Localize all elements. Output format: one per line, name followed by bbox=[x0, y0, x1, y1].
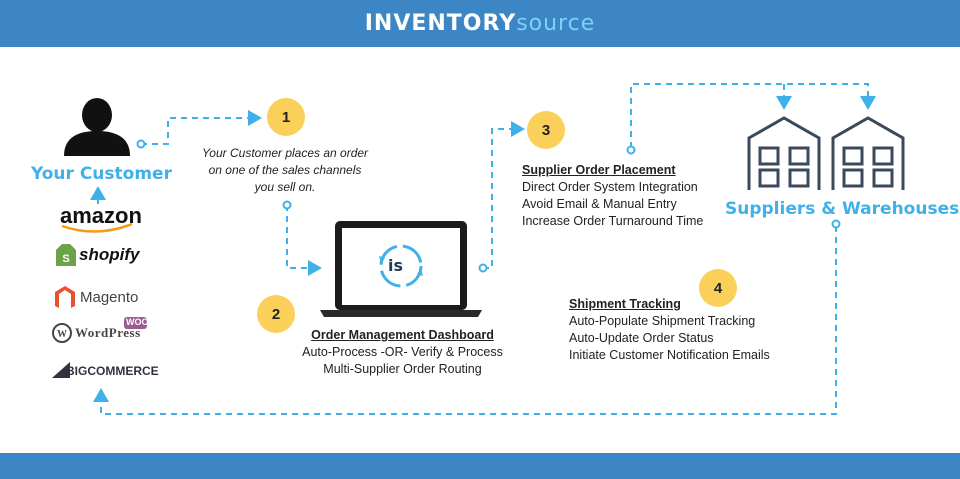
step-4-heading: Shipment Tracking bbox=[569, 297, 681, 311]
step-3-line: Direct Order System Integration bbox=[522, 180, 698, 194]
amazon-logo: amazon bbox=[60, 203, 142, 228]
step-1-text: Your Customer places an order on one of … bbox=[180, 145, 390, 196]
logo-text-inventory: INVENTORY bbox=[364, 11, 517, 36]
amazon-smile-icon bbox=[61, 222, 133, 233]
step-1-badge: 1 bbox=[267, 98, 305, 136]
customer-title: Your Customer bbox=[31, 164, 172, 184]
dashboard-screen-logo: is bbox=[388, 256, 404, 275]
magento-icon bbox=[55, 286, 75, 308]
step-4-line: Initiate Customer Notification Emails bbox=[569, 348, 770, 362]
step-1-line: you sell on. bbox=[254, 180, 316, 194]
step-4-text: Shipment Tracking Auto-Populate Shipment… bbox=[569, 296, 809, 364]
step-3-text: Supplier Order Placement Direct Order Sy… bbox=[522, 162, 732, 230]
connector-step3-to-warehouses bbox=[630, 83, 869, 148]
connector-dot bbox=[626, 145, 636, 155]
step-2-heading: Order Management Dashboard bbox=[311, 328, 494, 342]
connector-dashboard-to-step3 bbox=[483, 121, 525, 269]
step-1-line: on one of the sales channels bbox=[208, 163, 362, 177]
step-3-heading: Supplier Order Placement bbox=[522, 163, 676, 177]
woo-logo: WOO bbox=[126, 317, 149, 327]
bigcommerce-logo: BIGCOMMERCE bbox=[66, 364, 159, 378]
svg-text:S: S bbox=[62, 253, 69, 265]
step-2-line: Auto-Process -OR- Verify & Process bbox=[302, 345, 503, 359]
step-1-line: Your Customer places an order bbox=[201, 146, 369, 160]
connector-dot bbox=[478, 263, 488, 273]
shopify-bag-icon: S bbox=[56, 244, 76, 266]
warehouse-icon-left bbox=[747, 116, 821, 190]
wordpress-icon: W bbox=[52, 323, 72, 343]
connector-step1-to-dashboard bbox=[286, 205, 322, 276]
step-2-line: Multi-Supplier Order Routing bbox=[323, 362, 482, 376]
suppliers-title: Suppliers & Warehouses bbox=[725, 199, 960, 219]
header-bar: INVENTORYsource bbox=[0, 0, 960, 47]
bigcommerce-icon bbox=[52, 362, 70, 378]
connector-dot bbox=[282, 200, 292, 210]
woo-badge-bg bbox=[124, 317, 147, 329]
connector-dot bbox=[831, 219, 841, 229]
step-4-line: Auto-Update Order Status bbox=[569, 331, 714, 345]
magento-logo: Magento bbox=[80, 289, 139, 306]
step-2-text: Order Management Dashboard Auto-Process … bbox=[290, 327, 515, 378]
connector-warehouses-to-customer bbox=[93, 226, 837, 415]
connector-customer-to-step1 bbox=[141, 110, 262, 145]
shopify-logo: shopify bbox=[79, 245, 140, 264]
wordpress-logo: WordPress bbox=[75, 325, 141, 340]
footer-bar bbox=[0, 453, 960, 479]
step-4-badge: 4 bbox=[699, 269, 737, 307]
step-3-badge: 3 bbox=[527, 111, 565, 149]
connector-dot bbox=[136, 139, 146, 149]
step-4-line: Auto-Populate Shipment Tracking bbox=[569, 314, 756, 328]
step-2-badge: 2 bbox=[257, 295, 295, 333]
warehouse-icon-right bbox=[831, 116, 905, 190]
inventory-source-logo: INVENTORYsource bbox=[365, 11, 596, 36]
svg-text:W: W bbox=[57, 329, 67, 340]
customer-person-icon bbox=[64, 98, 130, 156]
step-3-line: Increase Order Turnaround Time bbox=[522, 214, 704, 228]
step-3-line: Avoid Email & Manual Entry bbox=[522, 197, 677, 211]
logo-text-source: source bbox=[516, 11, 596, 36]
laptop-icon bbox=[320, 221, 482, 317]
